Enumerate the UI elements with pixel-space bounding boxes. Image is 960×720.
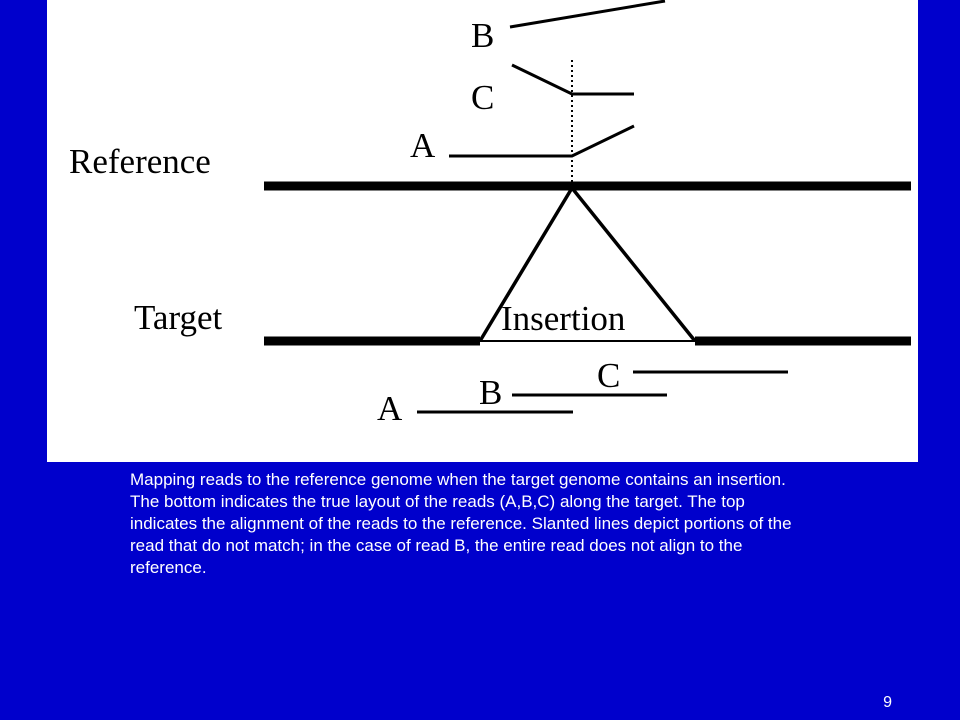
diagram-panel: Reference Target Insertion B C A A B C [47, 0, 918, 462]
bottom-read-a-label: A [377, 389, 403, 428]
target-label: Target [134, 298, 223, 337]
insertion-mapping-diagram: Reference Target Insertion B C A A B C [69, 0, 911, 428]
bottom-read-b-label: B [479, 373, 502, 412]
bottom-read-c-label: C [597, 356, 620, 395]
aligned-read-b [509, 0, 666, 29]
insertion-triangle [478, 184, 697, 343]
reference-label: Reference [69, 142, 211, 181]
top-read-c-label: C [471, 78, 494, 117]
top-read-b-label: B [471, 16, 494, 55]
slide-number: 9 [883, 694, 892, 711]
insertion-label: Insertion [501, 299, 625, 338]
aligned-read-a [449, 124, 635, 158]
figure-caption: Mapping reads to the reference genome wh… [130, 470, 792, 577]
aligned-read-c [511, 63, 634, 96]
top-read-a-label: A [410, 126, 436, 165]
